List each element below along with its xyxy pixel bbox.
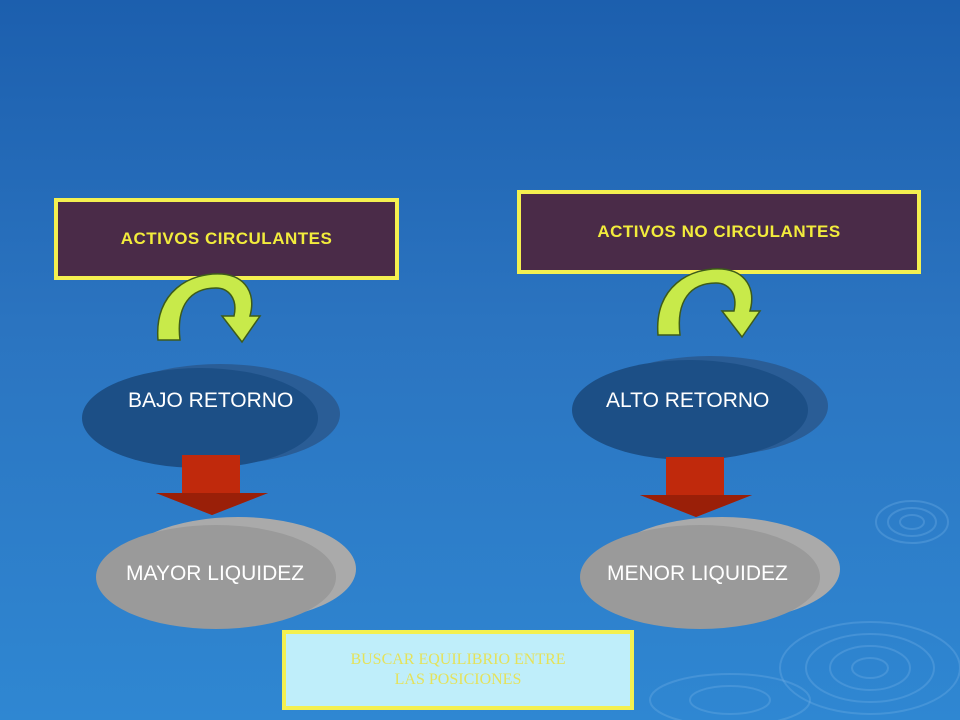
mayor-liquidez-ellipse: [96, 517, 356, 629]
down-arrow-icon: [156, 455, 268, 515]
box-activos-no-circulantes: ACTIVOS NO CIRCULANTES: [517, 190, 921, 274]
curved-arrow-icon: [657, 268, 762, 339]
menor-liquidez-label: MENOR LIQUIDEZ: [607, 562, 788, 585]
bajo-retorno-label: BAJO RETORNO: [128, 389, 294, 412]
bajo-retorno-ellipse: [82, 364, 340, 468]
down-arrow-icon: [640, 457, 752, 517]
mayor-liquidez-label: MAYOR LIQUIDEZ: [126, 562, 305, 585]
note-line-2: LAS POSICIONES: [394, 671, 522, 688]
box-activos-circulantes: ACTIVOS CIRCULANTES: [54, 198, 399, 280]
note-line-1: BUSCAR EQUILIBRIO ENTRE: [350, 651, 566, 668]
alto-retorno-label: ALTO RETORNO: [606, 389, 770, 412]
box-label: ACTIVOS NO CIRCULANTES: [597, 222, 841, 241]
note-buscar-equilibrio: BUSCAR EQUILIBRIO ENTRE LAS POSICIONES: [282, 630, 634, 710]
box-label: ACTIVOS CIRCULANTES: [120, 229, 333, 248]
curved-arrow-icon: [157, 273, 262, 344]
alto-retorno-ellipse: [572, 356, 828, 460]
menor-liquidez-ellipse: [580, 517, 840, 629]
